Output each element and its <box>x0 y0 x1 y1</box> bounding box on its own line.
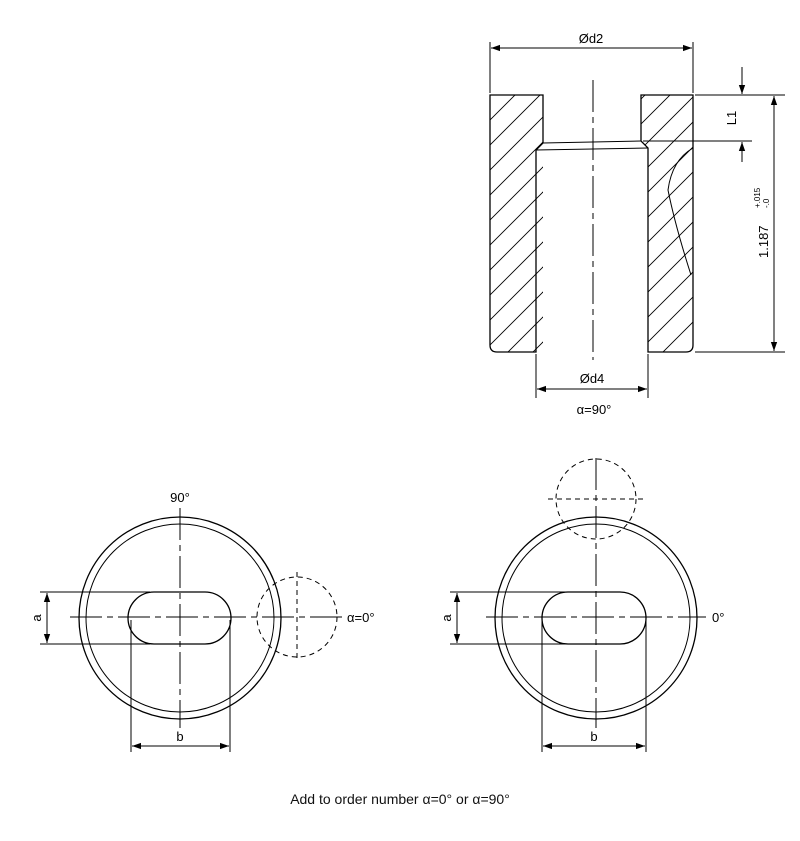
slot-outline <box>127 591 232 645</box>
dim-length-tol-minus: -.0 <box>762 198 771 208</box>
locating-pin-circle <box>555 458 637 540</box>
dim-length-tol-plus: +.015 <box>753 187 762 208</box>
angle-label-right: 0° <box>712 610 724 625</box>
dim-slot-length: b <box>176 729 183 744</box>
dim-slot-width: a <box>439 614 454 622</box>
dim-outer-diameter: Ød2 <box>579 31 604 46</box>
dim-slot-width: a <box>29 614 44 622</box>
view-caption: α=90° <box>577 402 612 417</box>
section-view: Ød2 Ød4 α=90° L1 1.187 +.015 -.0 <box>489 31 785 417</box>
slot-section-curve <box>667 147 694 276</box>
angle-label-right: α=0° <box>347 610 375 625</box>
top-view-right: 0° a b <box>439 458 724 752</box>
bore-chamfer-line <box>535 147 649 151</box>
angle-label-top: 90° <box>170 490 190 505</box>
section-outline-right <box>640 94 694 353</box>
slot-outline <box>541 591 647 645</box>
dim-counterbore-depth: L1 <box>724 111 739 125</box>
section-outline-left <box>489 94 544 353</box>
dim-inner-diameter: Ød4 <box>580 371 605 386</box>
footnote: Add to order number α=0° or α=90° <box>290 791 510 807</box>
hatching-left <box>490 95 543 352</box>
bore-step-line <box>542 140 642 144</box>
dim-slot-length: b <box>590 729 597 744</box>
top-view-left: 90° α=0° a b <box>29 490 375 752</box>
dim-length-value: 1.187 <box>756 225 771 258</box>
